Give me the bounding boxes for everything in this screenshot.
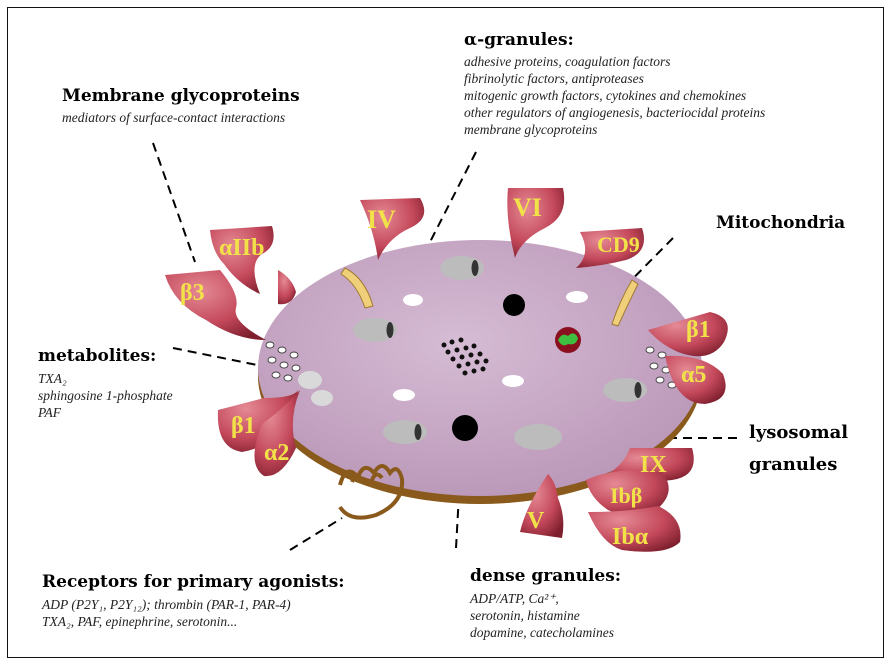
membrane-glycoproteins-title: Membrane glycoproteins (62, 86, 300, 106)
label-b1-right: β1 (686, 317, 711, 343)
dense-granules-line: ADP/ATP, Ca²⁺, (470, 590, 614, 607)
label-Ib-beta: Ibβ (610, 483, 642, 508)
label-b1-left: β1 (231, 413, 256, 439)
alpha-granules-line: mitogenic growth factors, cytokines and … (464, 87, 765, 104)
lysosomal-subtitle: granules (749, 454, 837, 475)
label-b3: β3 (180, 280, 205, 306)
label-Ib-alpha: Ibα (612, 524, 649, 550)
label-VI: VI (513, 193, 542, 222)
metabolites-list: TXA₂ sphingosine 1-phosphate PAF (38, 370, 173, 421)
dense-granules-line: serotonin, histamine (470, 607, 614, 624)
metabolites-title: metabolites: (38, 346, 156, 366)
receptors-list: ADP (P2Y₁, P2Y₁₂); thrombin (PAR-1, PAR-… (42, 596, 291, 630)
dense-granules-list: ADP/ATP, Ca²⁺, serotonin, histamine dopa… (470, 590, 614, 641)
alpha-granules-list: adhesive proteins, coagulation factors f… (464, 53, 765, 138)
dense-granules-title: dense granules: (470, 566, 621, 586)
label-a2: α2 (264, 440, 289, 466)
alpha-granules-line: adhesive proteins, coagulation factors (464, 53, 765, 70)
label-IV: IV (367, 205, 396, 234)
alpha-granules-line: membrane glycoproteins (464, 121, 765, 138)
metabolites-line: TXA₂ (38, 370, 173, 387)
label-CD9: CD9 (597, 232, 640, 257)
metabolites-line: PAF (38, 404, 173, 421)
alpha-granules-line: fibrinolytic factors, antiproteases (464, 70, 765, 87)
receptors-title: Receptors for primary agonists: (42, 572, 345, 592)
receptors-line: ADP (P2Y₁, P2Y₁₂); thrombin (PAR-1, PAR-… (42, 596, 291, 613)
alpha-granules-line: other regulators of angiogenesis, bacter… (464, 104, 765, 121)
alpha-granules-title: α-granules: (464, 30, 574, 50)
dense-granules-line: dopamine, catecholamines (470, 624, 614, 641)
mitochondria-title: Mitochondria (716, 213, 845, 233)
label-V: V (527, 508, 545, 534)
metabolites-line: sphingosine 1-phosphate (38, 387, 173, 404)
label-IX: IX (640, 452, 667, 478)
receptors-line: TXA₂, PAF, epinephrine, serotonin... (42, 613, 291, 630)
label-a5: α5 (681, 362, 706, 388)
membrane-glycoproteins-subtitle: mediators of surface-contact interaction… (62, 109, 285, 126)
mitochondrion (555, 327, 581, 353)
label-aIIb: αIIb (219, 235, 264, 261)
lysosomal-title: lysosomal (749, 422, 848, 443)
